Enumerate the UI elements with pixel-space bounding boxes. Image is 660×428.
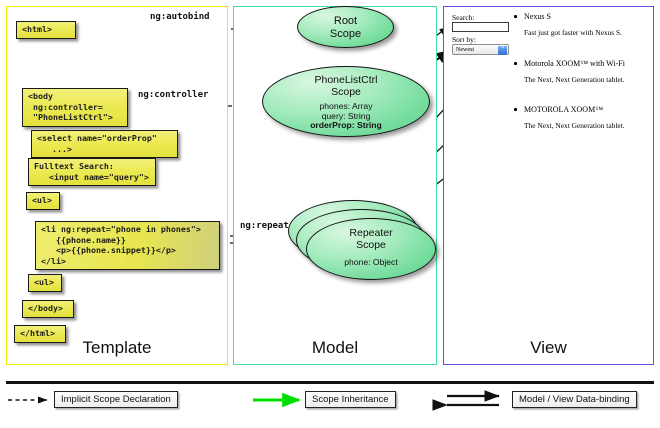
code-box-ul-open: <ul> <box>26 192 60 210</box>
phone-name: Nexus S <box>524 12 551 21</box>
sort-select-value: Newest <box>456 47 474 53</box>
chevron-updown-icon: ⇅ <box>498 45 507 55</box>
phone-name: MOTOROLA XOOM™ <box>524 105 604 114</box>
code-box-li-repeat: <li ng:repeat="phone in phones"> {{phone… <box>35 221 220 270</box>
code-box-html-open: <html> <box>16 21 76 39</box>
search-label: Search: <box>452 13 475 22</box>
panel-model: Model <box>233 6 437 365</box>
edge-label-repeat: ng:repeat <box>238 221 291 231</box>
scope-repeater-title-2: Scope <box>356 239 386 251</box>
panel-view-label: View <box>530 338 567 357</box>
phone-snippet: The Next, Next Generation tablet. <box>524 75 625 84</box>
code-box-body-open: <body ng:controller= "PhoneListCtrl"> <box>22 88 128 127</box>
code-box-html-close: </html> <box>14 325 66 343</box>
scope-root-title-1: Root <box>333 15 358 27</box>
list-item: Motorola XOOM™ with Wi-Fi The Next, Next… <box>514 59 625 84</box>
scope-repeater-title-1: Repeater <box>349 227 393 239</box>
phone-name: Motorola XOOM™ with Wi-Fi <box>524 59 625 68</box>
edge-label-autobind: ng:autobind <box>148 12 212 22</box>
code-box-fulltext-search: Fulltext Search: <input name="query"> <box>28 158 156 186</box>
scope-phonelistctrl-title-2: Scope <box>331 86 361 98</box>
list-item: Nexus S Fast just got faster with Nexus … <box>514 12 622 37</box>
code-box-ul-close: <ul> <box>28 274 62 292</box>
scope-repeater-prop-phone: phone: Object <box>344 257 398 267</box>
sort-select[interactable]: Newest ⇅ <box>452 44 509 55</box>
edge-label-controller: ng:controller <box>136 90 211 100</box>
bullet-icon <box>514 108 517 111</box>
scope-phonelistctrl-prop-phones: phones: Array <box>319 101 373 111</box>
legend-arrow-layer <box>8 390 500 411</box>
legend-label-model-view-data-binding: Model / View Data-binding <box>512 391 637 408</box>
panel-view: View <box>443 6 654 365</box>
code-box-select: <select name="orderProp" ...> <box>31 130 178 158</box>
scope-phonelistctrl-title-1: PhoneListCtrl <box>314 74 378 86</box>
panel-model-label: Model <box>311 338 359 357</box>
phone-snippet: Fast just got faster with Nexus S. <box>524 28 622 37</box>
legend-label-implicit-scope-declaration: Implicit Scope Declaration <box>54 391 178 408</box>
search-input[interactable] <box>452 22 509 32</box>
sort-label: Sort by: <box>452 35 476 44</box>
code-box-body-close: </body> <box>22 300 74 318</box>
legend-label-scope-inheritance: Scope Inheritance <box>305 391 396 408</box>
scope-phonelistctrl-prop-orderprop: orderProp: String <box>310 120 382 130</box>
phone-snippet: The Next, Next Generation tablet. <box>524 121 625 130</box>
panel-template-label: Template <box>82 338 152 357</box>
scope-phonelistctrl: PhoneListCtrl Scope phones: Array query:… <box>262 66 430 137</box>
bullet-icon <box>514 62 517 65</box>
scope-repeater: Repeater Scope phone: Object <box>306 218 436 280</box>
scope-root: Root Scope <box>297 6 394 48</box>
scope-root-title-2: Scope <box>329 28 362 40</box>
legend-divider <box>6 381 654 384</box>
bullet-icon <box>514 15 517 18</box>
scope-phonelistctrl-prop-query: query: String <box>321 110 371 121</box>
list-item: MOTOROLA XOOM™ The Next, Next Generation… <box>514 105 625 130</box>
